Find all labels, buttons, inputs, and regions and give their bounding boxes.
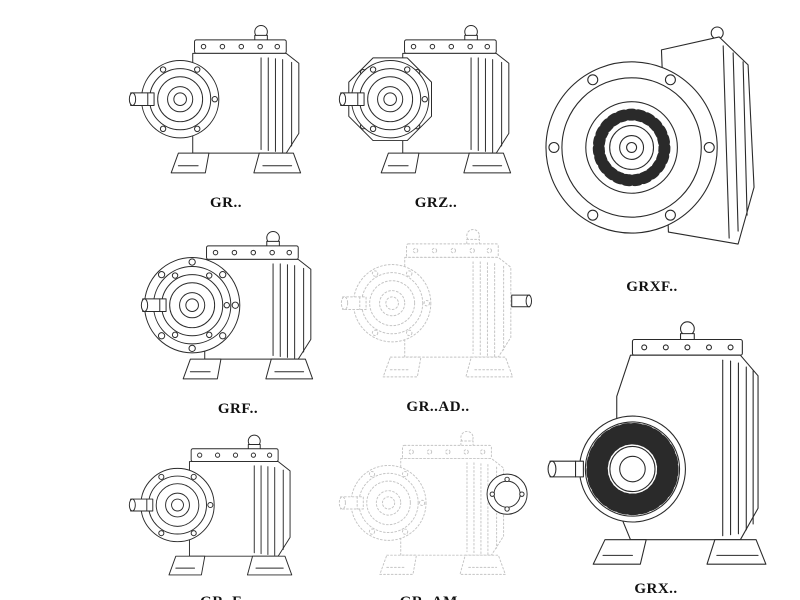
gearbox-drawing-gram	[338, 430, 528, 575]
label-gram: GR..AM..	[400, 594, 467, 600]
label-grf-foot: GR..F	[200, 594, 242, 600]
flanged-gearbox-front	[546, 27, 754, 244]
figure-grf-foot: GR..F	[128, 430, 314, 600]
figure-grxf: GRXF..	[540, 20, 764, 296]
gearbox-drawing-grad	[340, 228, 532, 378]
figure-grx: GRX..	[538, 314, 774, 598]
gearbox-drawing-grz	[338, 24, 512, 174]
gearbox-drawing-grx	[538, 314, 774, 575]
gearbox-drawing-grxf	[540, 20, 764, 259]
adapter-shaft-stub	[511, 294, 532, 308]
label-grx: GRX..	[634, 581, 678, 597]
figure-grf: GRF..	[140, 226, 336, 418]
gearbox-drawing-gr	[128, 24, 302, 174]
figure-grad: GR..AD..	[340, 224, 536, 416]
input-shaft-phantom	[338, 496, 364, 510]
input-shaft	[128, 498, 154, 512]
label-gr: GR..	[210, 195, 242, 211]
gearbox-drawing-grf	[140, 230, 314, 380]
large-gearbox-side	[548, 322, 766, 564]
label-grz: GRZ..	[414, 195, 458, 211]
shaft-adapter	[511, 294, 532, 308]
figure-gr: GR..	[128, 20, 324, 212]
label-grxf: GRXF..	[626, 279, 678, 295]
gearbox-drawing-grf-foot	[128, 434, 293, 576]
input-shaft	[140, 298, 167, 312]
figure-gram: GR..AM..	[338, 426, 528, 600]
input-shaft-phantom	[340, 296, 367, 310]
motor-adapter-flange	[486, 473, 528, 515]
label-grf: GRF..	[217, 401, 259, 417]
input-shaft	[128, 92, 155, 106]
figure-grz: GRZ..	[338, 20, 534, 212]
adapter-flange-ring	[486, 473, 528, 515]
label-grad: GR..AD..	[406, 399, 470, 415]
input-shaft	[338, 92, 365, 106]
